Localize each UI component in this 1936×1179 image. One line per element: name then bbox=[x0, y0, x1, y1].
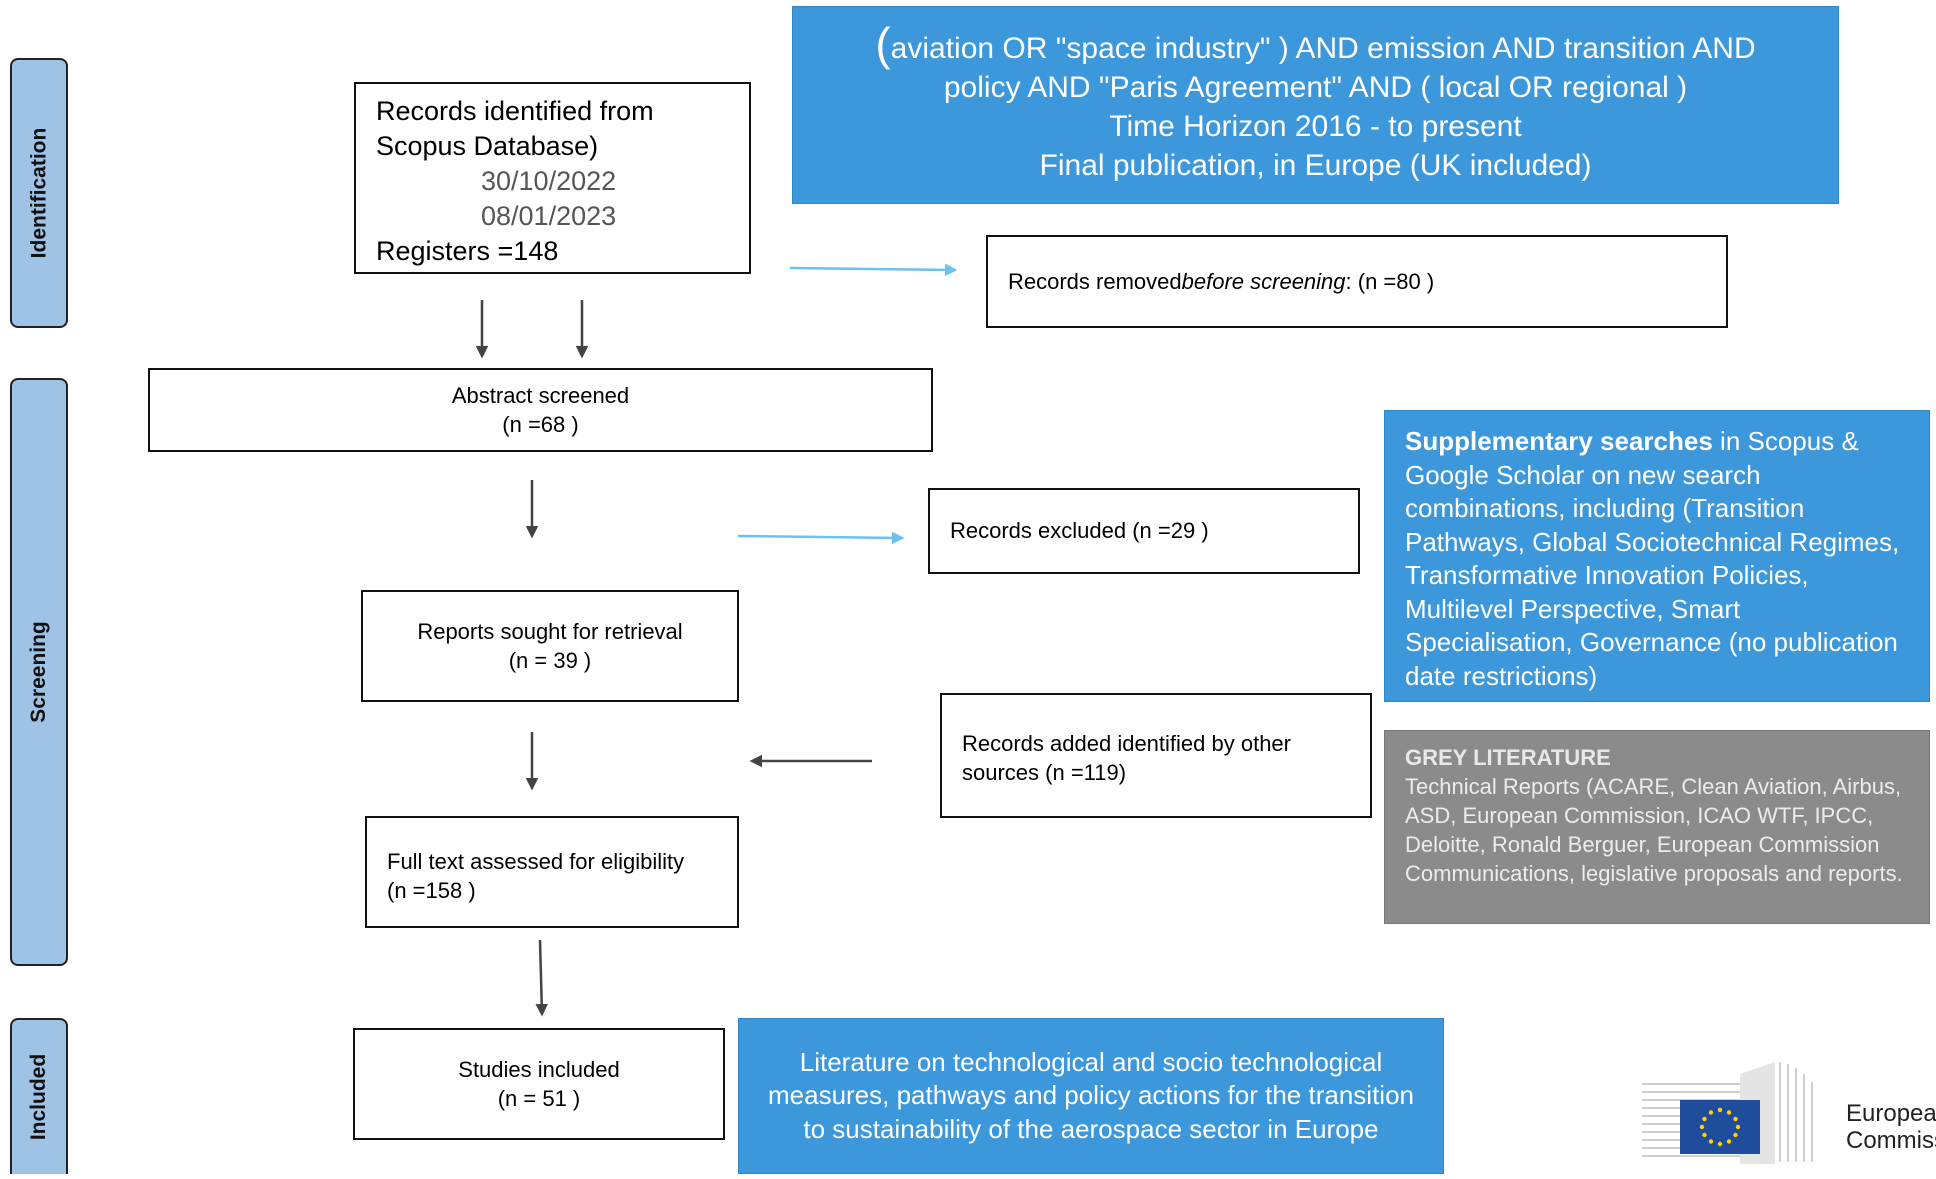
query-line-3: Time Horizon 2016 - to present bbox=[1109, 110, 1522, 143]
literature-summary-box: Literature on technological and socio te… bbox=[738, 1018, 1444, 1174]
identified-registers: Registers =148 bbox=[376, 236, 559, 266]
identified-date-2: 08/01/2023 bbox=[481, 201, 617, 231]
abstract-line-1: Abstract screened bbox=[451, 383, 630, 408]
supplementary-text: in Scopus & Google Scholar on new search… bbox=[1405, 426, 1900, 691]
retrieval-line-1: Reports sought for retrieval bbox=[417, 619, 683, 644]
abstract-screened-box: Abstract screened (n =68 ) bbox=[148, 368, 933, 452]
literature-text: Literature on technological and socio te… bbox=[767, 1046, 1414, 1144]
ec-logo-text: European Commission bbox=[1846, 1100, 1936, 1154]
query-line-2: policy AND "Paris Agreement" AND ( local… bbox=[943, 71, 1688, 104]
excluded-text: Records excluded (n =29 ) bbox=[950, 518, 1209, 543]
supplementary-searches-box: Supplementary searches in Scopus & Googl… bbox=[1384, 410, 1930, 702]
search-query-box: (aviation OR "space industry" ) AND emis… bbox=[792, 6, 1839, 204]
ec-logo-line-1: European bbox=[1846, 1100, 1936, 1127]
query-line-4: Final publication, in Europe (UK include… bbox=[1039, 149, 1592, 182]
arrow-identified-to-removed bbox=[789, 263, 958, 277]
grey-title: GREY LITERATURE bbox=[1405, 745, 1611, 770]
reports-sought-box: Reports sought for retrieval (n = 39 ) bbox=[361, 590, 739, 702]
retrieval-line-2: (n = 39 ) bbox=[508, 648, 592, 673]
fulltext-line-2: (n =158 ) bbox=[387, 878, 476, 903]
grey-body: Technical Reports (ACARE, Clean Aviation… bbox=[1405, 774, 1903, 886]
arrow-fulltext-to-included bbox=[535, 939, 548, 1017]
removed-suffix: : (n =80 ) bbox=[1345, 268, 1435, 294]
query-open-paren: ( bbox=[875, 18, 891, 70]
removed-emphasis: before screening bbox=[1181, 268, 1346, 294]
records-excluded-box: Records excluded (n =29 ) bbox=[928, 488, 1360, 574]
full-text-box: Full text assessed for eligibility (n =1… bbox=[365, 816, 739, 928]
ec-logo-graphic bbox=[1642, 1062, 1813, 1164]
included-line-2: (n = 51 ) bbox=[497, 1086, 581, 1111]
stage-screening: Screening bbox=[10, 378, 68, 966]
stage-included: Included bbox=[10, 1018, 68, 1174]
query-line-1: (aviation OR "space industry" ) AND emis… bbox=[813, 21, 1818, 68]
query-line-1-text: aviation OR "space industry" ) AND emiss… bbox=[890, 32, 1756, 65]
fulltext-line-1: Full text assessed for eligibility bbox=[387, 849, 685, 874]
records-identified-box: Records identified from Scopus Database)… bbox=[354, 82, 751, 274]
identified-line-1: Records identified from bbox=[376, 96, 654, 126]
european-commission-logo: European Commission bbox=[1640, 1054, 1936, 1174]
identified-line-2: Scopus Database) bbox=[376, 131, 599, 161]
identified-date-1: 30/10/2022 bbox=[481, 166, 617, 196]
records-added-box: Records added identified by other source… bbox=[940, 693, 1372, 818]
added-line-2: sources (n =119) bbox=[962, 760, 1127, 785]
grey-literature-box: GREY LITERATURE Technical Reports (ACARE… bbox=[1384, 730, 1930, 924]
abstract-line-2: (n =68 ) bbox=[502, 412, 579, 437]
added-line-1: Records added identified by other bbox=[962, 731, 1291, 756]
supplementary-bold: Supplementary searches bbox=[1405, 426, 1713, 456]
included-line-1: Studies included bbox=[458, 1057, 620, 1082]
arrow-to-excluded bbox=[737, 531, 905, 545]
ec-logo-line-2: Commission bbox=[1846, 1127, 1936, 1154]
stage-identification: Identification bbox=[10, 58, 68, 328]
records-removed-box: Records removed before screening: (n =80… bbox=[986, 235, 1728, 328]
removed-prefix: Records removed bbox=[1008, 268, 1182, 294]
studies-included-box: Studies included (n = 51 ) bbox=[353, 1028, 725, 1140]
